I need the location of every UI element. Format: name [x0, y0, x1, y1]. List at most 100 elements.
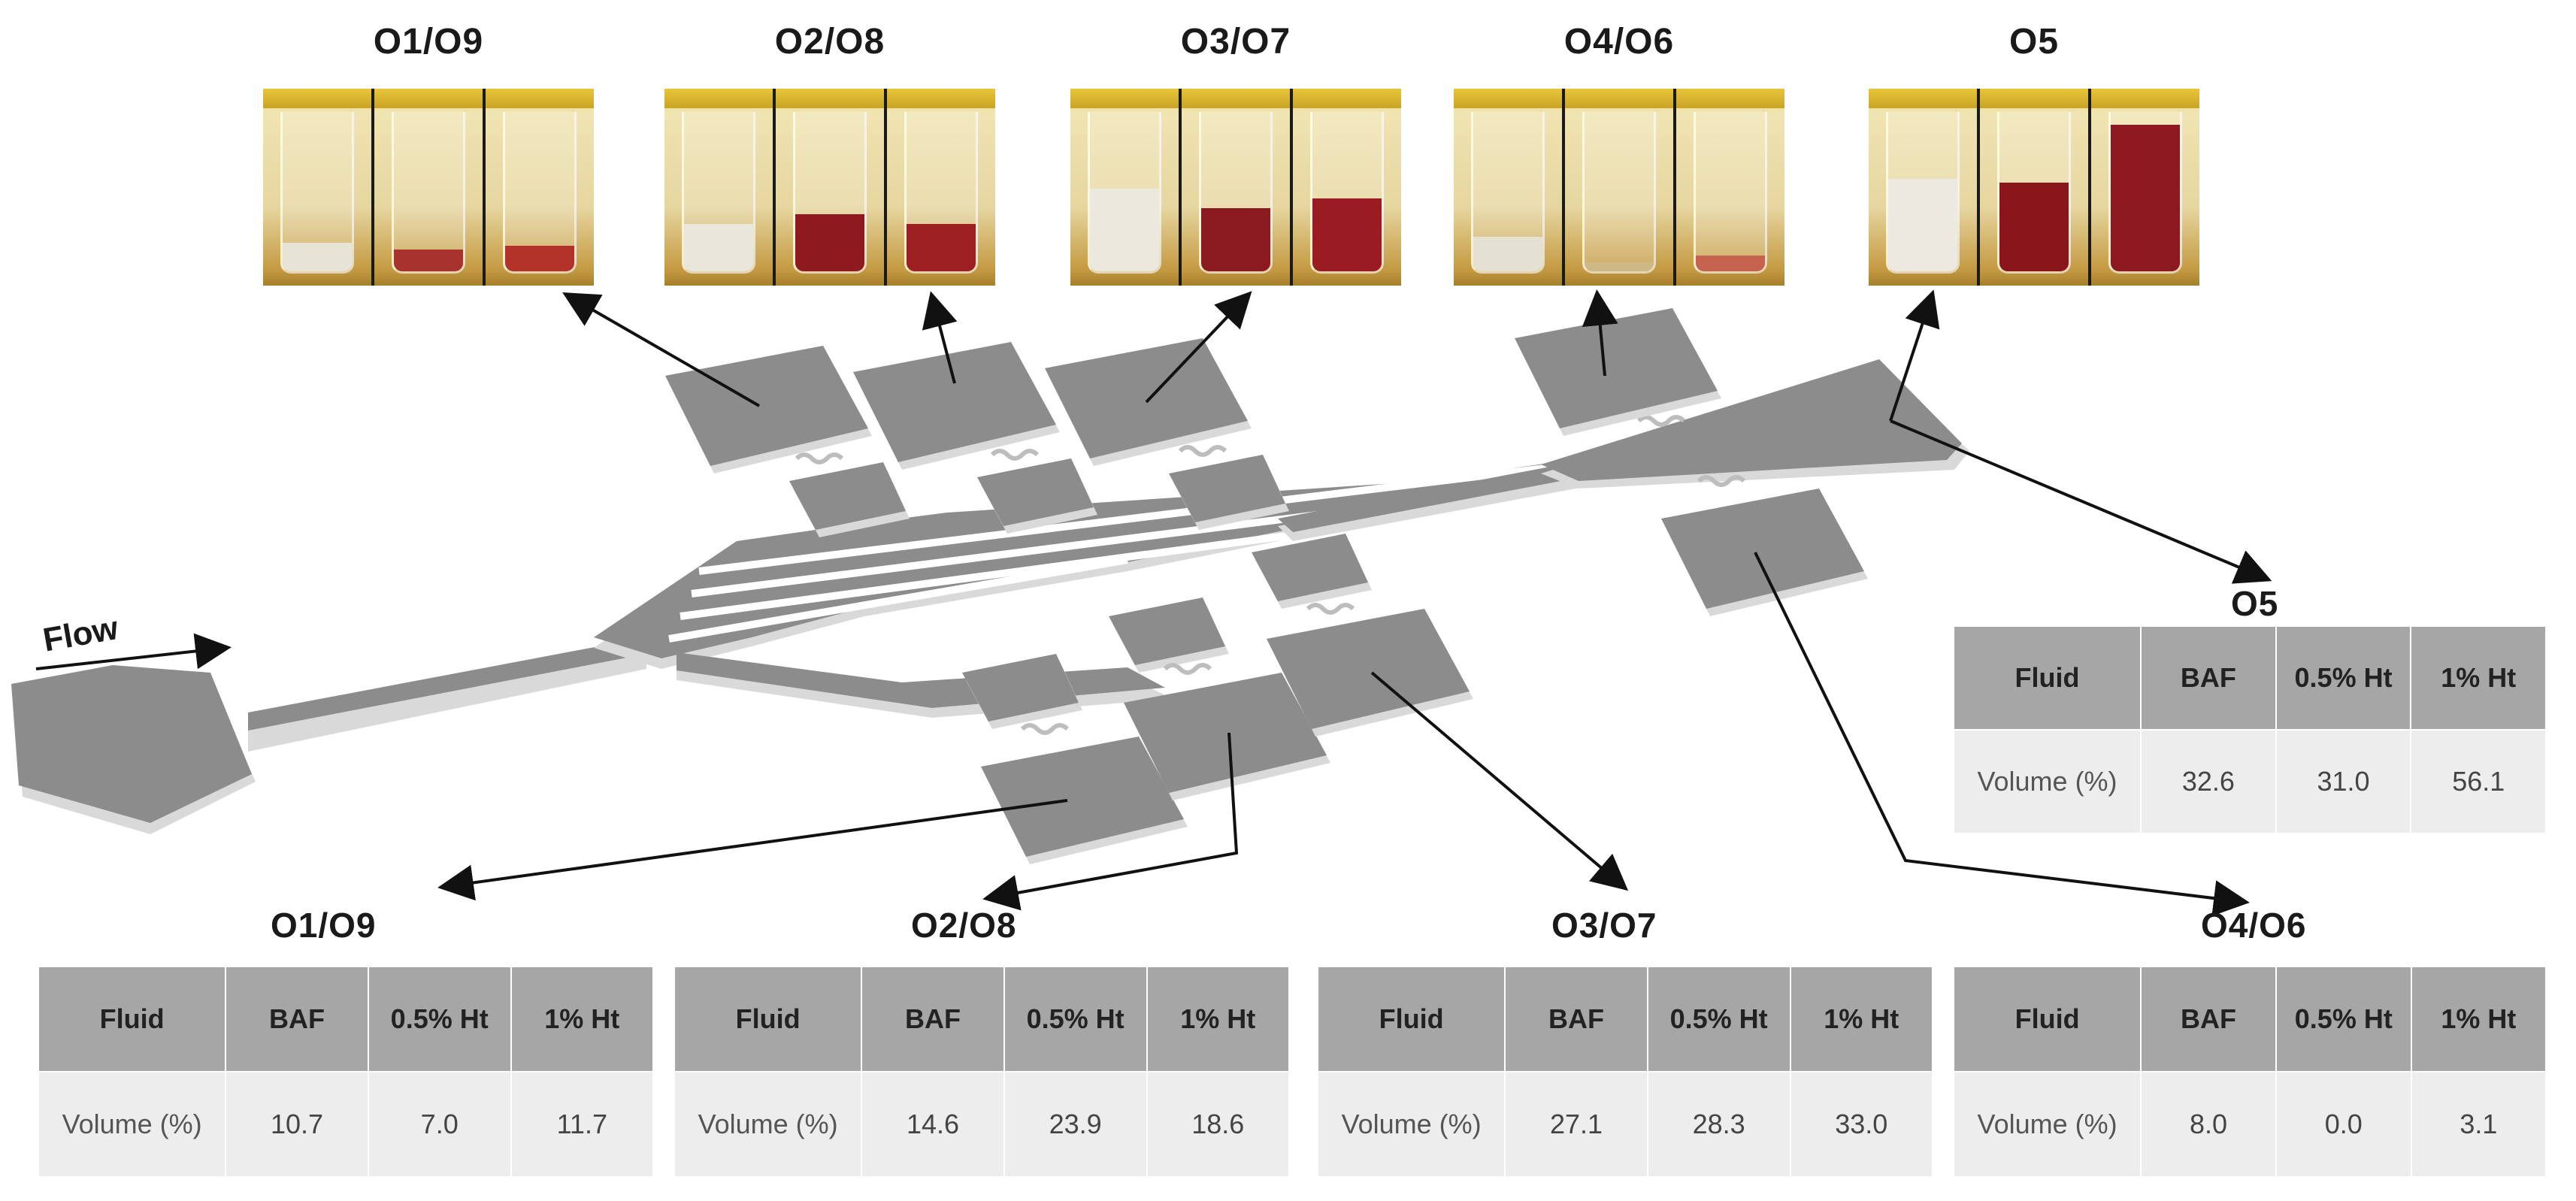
connector-pad: [1109, 597, 1225, 665]
arrow-to-photo-o3-o7: [1145, 291, 1252, 404]
value-05-ht: 31.0: [2275, 729, 2412, 834]
vial-1-ht: [1676, 89, 1784, 286]
vial-baf: [1070, 89, 1182, 286]
vial-baf: [664, 89, 776, 286]
header-05-ht: 0.5% Ht: [1646, 966, 1791, 1072]
vial-baf: [263, 89, 374, 286]
header-baf: BAF: [2140, 625, 2277, 731]
o5-outlet: [1541, 359, 1962, 481]
value-baf: 8.0: [2140, 1071, 2277, 1178]
connector-pad: [1252, 534, 1368, 601]
value-1-ht: 56.1: [2410, 729, 2547, 834]
value-1-ht: 3.1: [2410, 1071, 2547, 1178]
photo-title-o4-o6: O4/O6: [1563, 22, 1675, 62]
header-fluid: Fluid: [37, 966, 227, 1072]
value-1-ht: 11.7: [510, 1071, 655, 1178]
header-05-ht: 0.5% Ht: [367, 966, 512, 1072]
header-baf: BAF: [2140, 966, 2277, 1072]
volume-table-o5: Fluid BAF 0.5% Ht 1% Ht Volume (%) 32.6 …: [1952, 625, 2547, 834]
header-baf: BAF: [1504, 966, 1648, 1072]
connector-pad: [977, 458, 1094, 526]
vial-1-ht: [1293, 89, 1401, 286]
value-1-ht: 18.6: [1146, 1071, 1291, 1178]
connector-pad: [962, 654, 1079, 722]
value-baf: 27.1: [1504, 1071, 1648, 1178]
arrow-to-table-o5: [1890, 419, 2272, 584]
inlet-channel: [248, 637, 646, 731]
arrow-to-photo-o5: [1889, 289, 1940, 422]
outlet-pad-o4-o6-bottom: [1661, 489, 1864, 609]
vial-05-ht: [1565, 89, 1676, 286]
header-1-ht: 1% Ht: [2410, 625, 2547, 731]
table-title-o1-o9: O1/O9: [271, 906, 377, 945]
vial-baf: [1869, 89, 1980, 286]
vial-05-ht: [374, 89, 486, 286]
vial-05-ht: [1980, 89, 2091, 286]
vial-05-ht: [776, 89, 887, 286]
arrow-to-table-o2-o8: [982, 732, 1239, 911]
outlet-pad-o1-o9-bottom: [981, 737, 1184, 857]
inlet-pad: [11, 665, 252, 823]
header-1-ht: 1% Ht: [510, 966, 655, 1072]
header-05-ht: 0.5% Ht: [1003, 966, 1148, 1072]
value-05-ht: 7.0: [367, 1071, 512, 1178]
vial-1-ht: [2091, 89, 2199, 286]
arrow-to-photo-o2-o8: [922, 291, 958, 384]
vial-1-ht: [486, 89, 594, 286]
header-baf: BAF: [225, 966, 369, 1072]
resistor-channels: [795, 415, 1746, 735]
value-05-ht: 0.0: [2275, 1071, 2412, 1178]
header-fluid: Fluid: [1952, 966, 2142, 1072]
volume-table-o4-o6: Fluid BAF 0.5% Ht 1% Ht Volume (%) 8.0 0…: [1952, 966, 2547, 1178]
table-title-o4-o6: O4/O6: [2201, 906, 2307, 945]
vial-photo-o2-o8: [664, 89, 995, 286]
outlet-pad-o1-o9-top: [665, 346, 868, 466]
header-fluid: Fluid: [1316, 966, 1506, 1072]
pointer-arrows: [437, 289, 2272, 916]
vial-photo-o3-o7: [1070, 89, 1401, 286]
vial-1-ht: [887, 89, 995, 286]
table-title-o5: O5: [2231, 584, 2279, 623]
header-1-ht: 1% Ht: [2410, 966, 2547, 1072]
header-1-ht: 1% Ht: [1789, 966, 1934, 1072]
outlet-pad-o2-o8-bottom: [1124, 673, 1327, 793]
vial-photo-o1-o9: [263, 89, 594, 286]
value-baf: 32.6: [2140, 729, 2277, 834]
arrow-to-table-o3-o7: [1370, 671, 1629, 891]
photo-title-o2-o8: O2/O8: [774, 22, 885, 62]
row-label-volume: Volume (%): [1952, 1071, 2142, 1178]
table-title-o2-o8: O2/O8: [911, 906, 1017, 945]
device-body: [11, 308, 1969, 864]
volume-table-o1-o9: Fluid BAF 0.5% Ht 1% Ht Volume (%) 10.7 …: [37, 966, 655, 1178]
row-label-volume: Volume (%): [673, 1071, 863, 1178]
vial-05-ht: [1182, 89, 1293, 286]
vial-photo-o4-o6: [1454, 89, 1784, 286]
volume-table-o2-o8: Fluid BAF 0.5% Ht 1% Ht Volume (%) 14.6 …: [673, 966, 1291, 1178]
header-fluid: Fluid: [1952, 625, 2142, 731]
outlet-pad-o2-o8-top: [853, 342, 1056, 462]
volume-table-o3-o7: Fluid BAF 0.5% Ht 1% Ht Volume (%) 27.1 …: [1316, 966, 1934, 1178]
outlet-pad-o3-o7-bottom: [1267, 609, 1470, 729]
header-05-ht: 0.5% Ht: [2275, 966, 2412, 1072]
header-fluid: Fluid: [673, 966, 863, 1072]
value-05-ht: 23.9: [1003, 1071, 1148, 1178]
value-05-ht: 28.3: [1646, 1071, 1791, 1178]
row-label-volume: Volume (%): [37, 1071, 227, 1178]
value-1-ht: 33.0: [1789, 1071, 1934, 1178]
photo-title-o3-o7: O3/O7: [1180, 22, 1291, 62]
flow-arrow: [35, 633, 232, 670]
connector-pad: [1169, 455, 1285, 522]
header-05-ht: 0.5% Ht: [2275, 625, 2412, 731]
vial-photo-o5: [1869, 89, 2199, 286]
value-baf: 10.7: [225, 1071, 369, 1178]
row-label-volume: Volume (%): [1316, 1071, 1506, 1178]
arrow-to-table-o4-o6: [1754, 552, 2250, 916]
vial-baf: [1454, 89, 1565, 286]
header-1-ht: 1% Ht: [1146, 966, 1291, 1072]
photo-title-o1-o9: O1/O9: [373, 22, 484, 62]
outlet-pad-o3-o7-top: [1045, 338, 1248, 458]
connector-pad: [789, 462, 906, 530]
table-title-o3-o7: O3/O7: [1551, 906, 1657, 945]
